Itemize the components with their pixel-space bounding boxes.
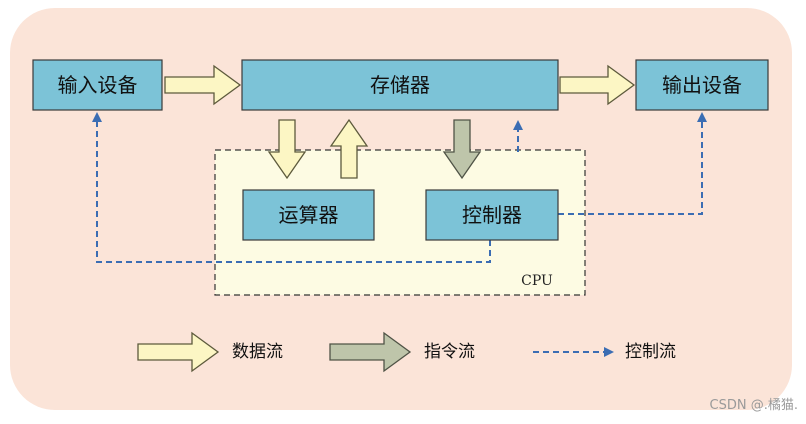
memory-label: 存储器 [370,73,430,97]
legend: 数据流 指令流 控制流 [137,331,676,373]
output-device-box: 输出设备 [635,59,769,111]
legend-instruction-flow-arrow [329,331,412,373]
control-flow-controller-to-output [558,112,707,215]
legend-data-flow-arrow [137,331,220,373]
controller-label: 控制器 [462,203,522,227]
legend-instruction-flow-label: 指令流 [424,342,475,362]
watermark: CSDN @.橘猫. [710,397,798,413]
data-flow-arrow-input-to-memory [164,64,242,106]
input-device-box: 输入设备 [32,59,163,111]
data-flow-arrow-memory-to-output [559,64,636,106]
control-flow-controller-to-input [92,112,491,263]
alu-box: 运算器 [242,189,375,241]
controller-box: 控制器 [425,189,559,241]
input-device-label: 输入设备 [58,73,138,97]
memory-box: 存储器 [241,59,559,111]
legend-control-flow-label: 控制流 [625,342,676,362]
legend-data-flow-label: 数据流 [232,342,283,362]
instruction-flow-arrow-memory-to-controller [442,119,482,180]
cpu-label: CPU [521,273,553,289]
output-device-label: 输出设备 [662,73,742,97]
data-flow-arrow-alu-to-memory [329,118,369,179]
data-flow-arrow-memory-to-alu [267,119,307,180]
alu-label: 运算器 [279,203,339,227]
